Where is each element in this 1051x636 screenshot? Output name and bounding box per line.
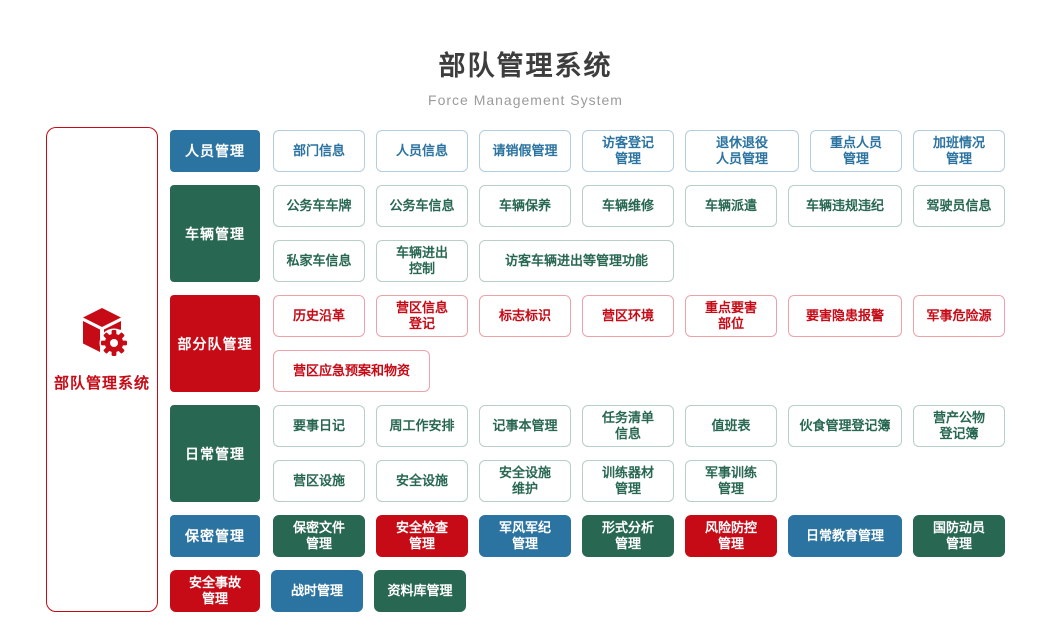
module-box: 访客登记 管理	[582, 130, 674, 172]
module-row: 历史沿革营区信息 登记标志标识营区环境重点要害 部位要害隐患报警军事危险源	[273, 295, 1005, 337]
module-row: 营区应急预案和物资	[273, 350, 1005, 392]
module-row: 保密文件 管理安全检查 管理军风军纪 管理形式分析 管理风险防控 管理日常教育管…	[273, 515, 1005, 557]
module-box: 安全设施 维护	[479, 460, 571, 502]
page-title: 部队管理系统	[438, 51, 613, 81]
page-header: 部队管理系统 Force Management System	[0, 44, 1051, 108]
module-box: 公务车车牌	[273, 185, 365, 227]
module-box: 驾驶员信息	[913, 185, 1005, 227]
module-box: 车辆保养	[479, 185, 571, 227]
footer-section: 安全事故 管理战时管理资料库管理	[170, 570, 1030, 612]
section: 车辆管理公务车车牌公务车信息车辆保养车辆维修车辆派遣车辆违规违纪驾驶员信息私家车…	[170, 185, 1030, 282]
module-row: 营区设施安全设施安全设施 维护训练器材 管理军事训练 管理	[273, 460, 1005, 502]
module-box: 日常教育管理	[788, 515, 902, 557]
page-subtitle: Force Management System	[428, 92, 623, 108]
module-box: 形式分析 管理	[582, 515, 674, 557]
module-box: 退休退役 人员管理	[685, 130, 799, 172]
section-rows: 保密文件 管理安全检查 管理军风军纪 管理形式分析 管理风险防控 管理日常教育管…	[273, 515, 1005, 557]
system-root-label: 部队管理系统	[53, 375, 150, 392]
section-rows: 公务车车牌公务车信息车辆保养车辆维修车辆派遣车辆违规违纪驾驶员信息私家车信息车辆…	[273, 185, 1005, 282]
module-box: 重点要害 部位	[685, 295, 777, 337]
section-label: 保密管理	[170, 515, 260, 557]
module-box: 安全设施	[376, 460, 468, 502]
module-box: 访客车辆进出等管理功能	[479, 240, 674, 282]
module-box: 要害隐患报警	[788, 295, 902, 337]
module-box: 训练器材 管理	[582, 460, 674, 502]
module-box: 周工作安排	[376, 405, 468, 447]
section: 人员管理部门信息人员信息请销假管理访客登记 管理退休退役 人员管理重点人员 管理…	[170, 130, 1030, 172]
module-box: 营区环境	[582, 295, 674, 337]
module-box: 私家车信息	[273, 240, 365, 282]
module-box: 车辆派遣	[685, 185, 777, 227]
module-box: 军事危险源	[913, 295, 1005, 337]
module-box: 营产公物 登记簿	[913, 405, 1005, 447]
module-box: 安全检查 管理	[376, 515, 468, 557]
module-box: 标志标识	[479, 295, 571, 337]
module-box: 战时管理	[271, 570, 363, 612]
section: 部分队管理历史沿革营区信息 登记标志标识营区环境重点要害 部位要害隐患报警军事危…	[170, 295, 1030, 392]
section-label: 车辆管理	[170, 185, 260, 282]
module-box: 营区信息 登记	[376, 295, 468, 337]
module-box: 营区应急预案和物资	[273, 350, 430, 392]
module-box: 车辆违规违纪	[788, 185, 902, 227]
module-box: 保密文件 管理	[273, 515, 365, 557]
module-box: 资料库管理	[374, 570, 466, 612]
section-label: 部分队管理	[170, 295, 260, 392]
module-box: 要事日记	[273, 405, 365, 447]
module-box: 军事训练 管理	[685, 460, 777, 502]
module-box: 国防动员 管理	[913, 515, 1005, 557]
section-rows: 历史沿革营区信息 登记标志标识营区环境重点要害 部位要害隐患报警军事危险源营区应…	[273, 295, 1005, 392]
section: 日常管理要事日记周工作安排记事本管理任务清单 信息值班表伙食管理登记簿营产公物 …	[170, 405, 1030, 502]
module-box: 车辆进出 控制	[376, 240, 468, 282]
system-root-card: 部队管理系统	[46, 127, 158, 612]
module-box: 部门信息	[273, 130, 365, 172]
module-box: 请销假管理	[479, 130, 571, 172]
module-row: 部门信息人员信息请销假管理访客登记 管理退休退役 人员管理重点人员 管理加班情况…	[273, 130, 1005, 172]
section: 保密管理保密文件 管理安全检查 管理军风军纪 管理形式分析 管理风险防控 管理日…	[170, 515, 1030, 557]
module-box: 营区设施	[273, 460, 365, 502]
module-row: 私家车信息车辆进出 控制访客车辆进出等管理功能	[273, 240, 1005, 282]
module-box: 军风军纪 管理	[479, 515, 571, 557]
module-row: 公务车车牌公务车信息车辆保养车辆维修车辆派遣车辆违规违纪驾驶员信息	[273, 185, 1005, 227]
module-box: 记事本管理	[479, 405, 571, 447]
module-box: 车辆维修	[582, 185, 674, 227]
module-box: 值班表	[685, 405, 777, 447]
module-row: 要事日记周工作安排记事本管理任务清单 信息值班表伙食管理登记簿营产公物 登记簿	[273, 405, 1005, 447]
module-box: 安全事故 管理	[170, 570, 260, 612]
module-box: 加班情况 管理	[913, 130, 1005, 172]
module-box: 任务清单 信息	[582, 405, 674, 447]
section-label: 日常管理	[170, 405, 260, 502]
module-box: 人员信息	[376, 130, 468, 172]
module-box: 公务车信息	[376, 185, 468, 227]
module-box: 历史沿革	[273, 295, 365, 337]
section-label: 人员管理	[170, 130, 260, 172]
section-rows: 要事日记周工作安排记事本管理任务清单 信息值班表伙食管理登记簿营产公物 登记簿营…	[273, 405, 1005, 502]
module-box: 风险防控 管理	[685, 515, 777, 557]
module-box: 伙食管理登记簿	[788, 405, 902, 447]
section-rows: 部门信息人员信息请销假管理访客登记 管理退休退役 人员管理重点人员 管理加班情况…	[273, 130, 1005, 172]
cube-gear-icon	[73, 306, 131, 358]
module-row: 安全事故 管理战时管理资料库管理	[170, 570, 466, 612]
sections-area: 人员管理部门信息人员信息请销假管理访客登记 管理退休退役 人员管理重点人员 管理…	[170, 130, 1030, 612]
module-box: 重点人员 管理	[810, 130, 902, 172]
